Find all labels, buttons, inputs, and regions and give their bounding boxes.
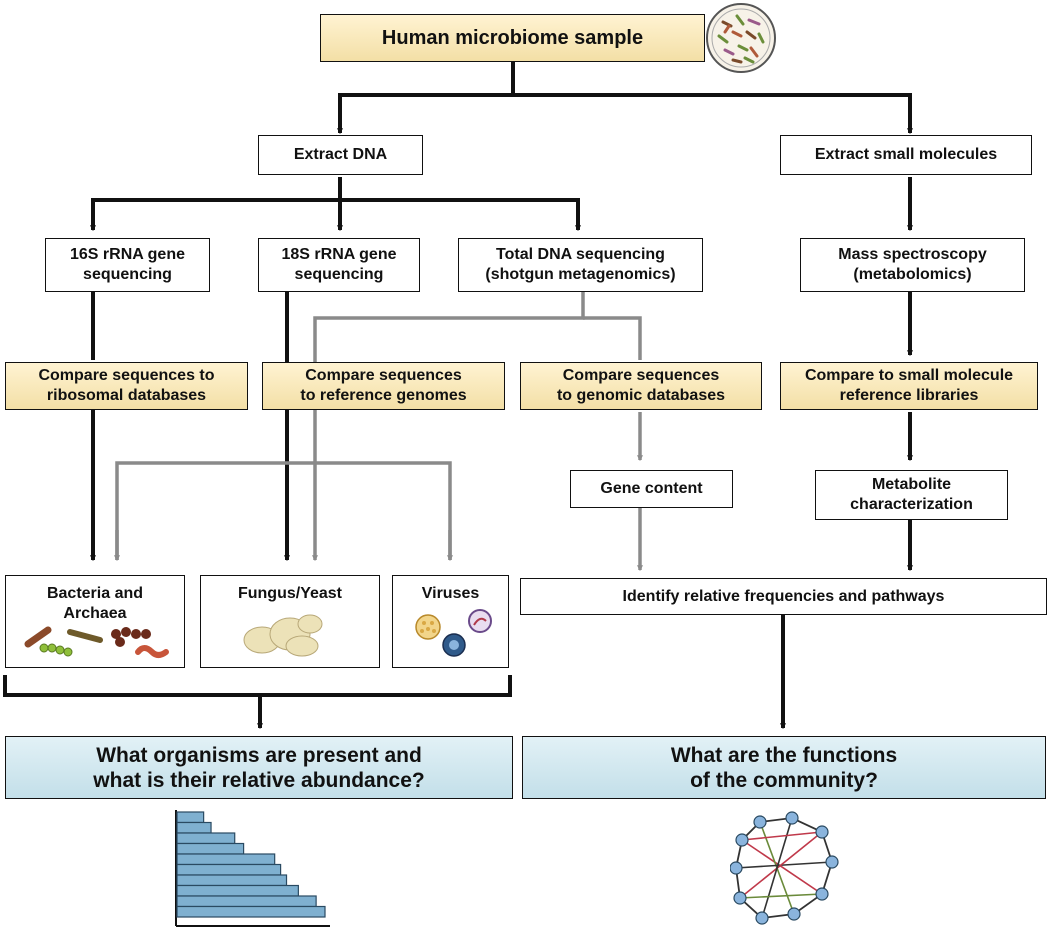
node-extract-dna: Extract DNA <box>258 135 423 175</box>
gray-genomic-branch-organisms <box>115 461 452 560</box>
gray-shotgun-to-fungus <box>312 292 585 562</box>
node-compare-ribosomal: Compare sequences to ribosomal databases <box>5 362 248 410</box>
node-shotgun-sequencing: Total DNA sequencing (shotgun metagenomi… <box>458 238 703 292</box>
abundance-bar <box>176 811 205 824</box>
arrow-sample-to-small <box>513 93 913 135</box>
abundance-bar <box>176 874 288 887</box>
node-gene-content: Gene content <box>570 470 733 508</box>
arrow-sample-to-dna <box>337 62 515 135</box>
question-organisms: What organisms are present and what is t… <box>5 736 513 799</box>
arrow-dna-to-shotgun <box>340 198 581 232</box>
abundance-bar <box>176 863 282 876</box>
abundance-bar <box>176 842 245 855</box>
bacteria-icon <box>24 626 169 658</box>
node-compare-small-molecule: Compare to small molecule reference libr… <box>780 362 1038 410</box>
node-compare-reference: Compare sequences to reference genomes <box>262 362 505 410</box>
node-18s-sequencing: 18S rRNA gene sequencing <box>258 238 420 292</box>
abundance-bar <box>176 853 276 866</box>
node-frequencies-pathways: Identify relative frequencies and pathwa… <box>520 578 1047 615</box>
node-metabolite-characterization: Metabolite characterization <box>815 470 1008 520</box>
network-graph-icon <box>730 811 839 925</box>
gray-shotgun-to-genomic <box>583 316 642 360</box>
arrow-dna-to-16s <box>90 177 342 232</box>
abundance-bar-chart-icon <box>175 810 330 927</box>
virus-icon <box>415 609 492 657</box>
question-functions: What are the functions of the community? <box>522 736 1046 799</box>
abundance-bar <box>176 905 326 918</box>
abundance-bar <box>176 821 212 834</box>
abundance-bar <box>176 884 299 897</box>
abundance-bar <box>176 895 317 908</box>
node-sample: Human microbiome sample <box>320 14 705 62</box>
petri-dish-icon <box>706 3 776 73</box>
yeast-icon <box>243 614 323 657</box>
node-16s-sequencing: 16S rRNA gene sequencing <box>45 238 210 292</box>
node-mass-spectroscopy: Mass spectroscopy (metabolomics) <box>800 238 1025 292</box>
node-compare-genomic: Compare sequences to genomic databases <box>520 362 762 410</box>
organism-bracket <box>3 675 512 697</box>
abundance-bar <box>176 832 236 845</box>
node-extract-small-molecules: Extract small molecules <box>780 135 1032 175</box>
